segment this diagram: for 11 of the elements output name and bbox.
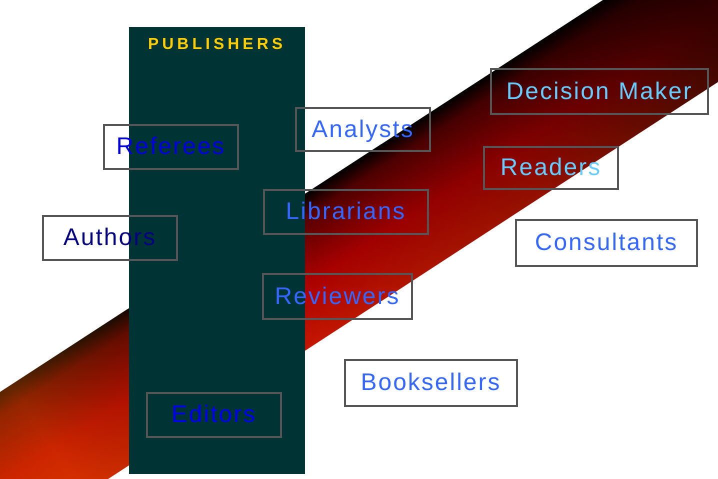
node-label: Librarians: [286, 200, 406, 224]
panel-heading: PUBLISHERS: [148, 36, 286, 53]
node-label: Booksellers: [360, 371, 502, 395]
node-label: Decision Maker: [506, 80, 693, 104]
node-label: Editors: [171, 403, 257, 427]
outlined-box: [490, 68, 709, 115]
node-label: Consultants: [534, 231, 678, 255]
outlined-box: [263, 189, 429, 235]
outlined-box: [344, 359, 518, 407]
outlined-box: [515, 219, 698, 267]
outlined-box: [146, 392, 282, 438]
